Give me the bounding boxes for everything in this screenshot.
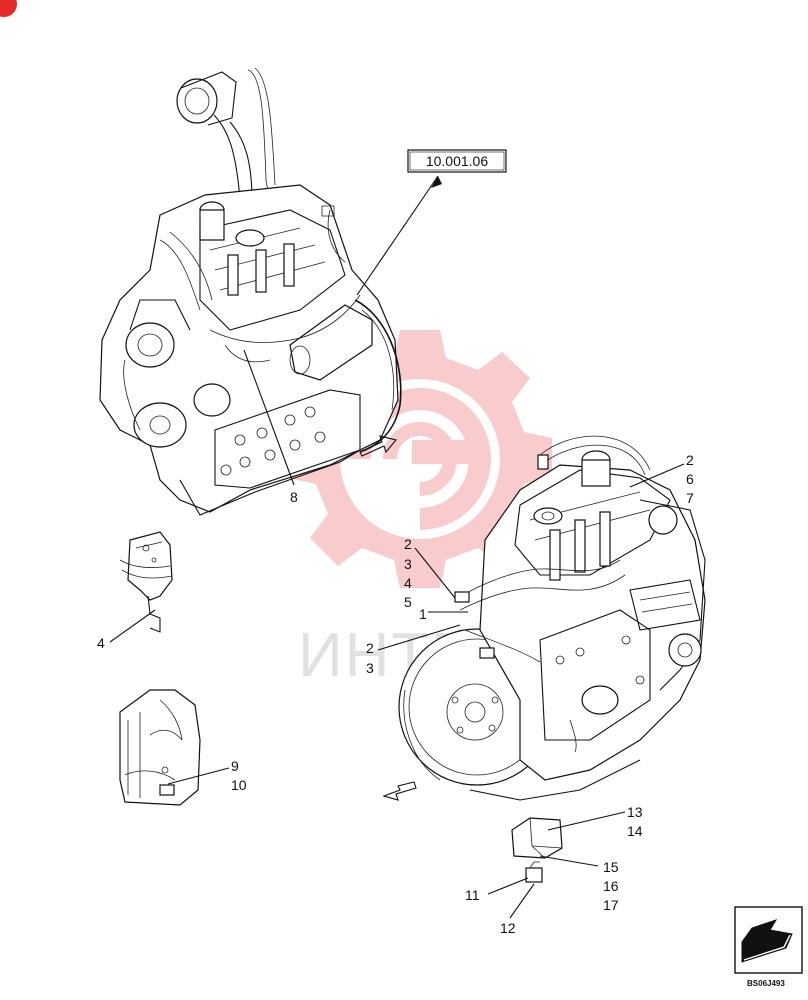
- callout-13[interactable]: 13: [627, 804, 643, 820]
- callout-11[interactable]: 11: [465, 887, 480, 903]
- callout-2-top[interactable]: 2: [686, 452, 694, 468]
- callout-10[interactable]: 10: [231, 777, 247, 793]
- upper-engine-drawing: [99, 67, 402, 516]
- lower-engine-drawing: [382, 435, 706, 801]
- callout-6[interactable]: 6: [686, 471, 694, 487]
- reference-box-label: 10.001.06: [426, 153, 488, 169]
- detail-relay: [511, 817, 563, 883]
- callout-3-mid[interactable]: 3: [404, 556, 412, 572]
- leader-lines: [109, 175, 685, 919]
- callout-1[interactable]: 1: [419, 606, 427, 622]
- drawing-code: BS06J493: [747, 979, 785, 988]
- callout-7[interactable]: 7: [686, 490, 694, 506]
- direction-arrow-upper: [359, 435, 397, 457]
- callout-5[interactable]: 5: [404, 594, 412, 610]
- direction-arrow-lower: [382, 781, 417, 801]
- callout-4-detail[interactable]: 4: [97, 635, 105, 651]
- orientation-arrow-icon: [741, 919, 793, 963]
- callout-16[interactable]: 16: [603, 878, 619, 894]
- callout-14[interactable]: 14: [627, 823, 643, 839]
- callout-9[interactable]: 9: [231, 758, 239, 774]
- callout-numbers: 8 2 6 7 2 3 4 5 1 2 3 4 9 10 13 14 15 16…: [97, 452, 694, 936]
- orientation-icon: [734, 906, 803, 974]
- callout-2-low[interactable]: 2: [366, 640, 374, 656]
- callout-17[interactable]: 17: [603, 897, 619, 913]
- callout-2-mid[interactable]: 2: [404, 536, 412, 552]
- detail-sensor: [119, 689, 201, 806]
- callout-15[interactable]: 15: [603, 859, 619, 875]
- detail-bracket: [119, 531, 173, 633]
- callout-12[interactable]: 12: [500, 920, 516, 936]
- callout-3-low[interactable]: 3: [366, 660, 374, 676]
- callout-8[interactable]: 8: [290, 489, 298, 505]
- reference-box[interactable]: 10.001.06: [407, 149, 507, 173]
- corner-badge: [0, 0, 17, 17]
- callout-4-mid[interactable]: 4: [404, 575, 412, 591]
